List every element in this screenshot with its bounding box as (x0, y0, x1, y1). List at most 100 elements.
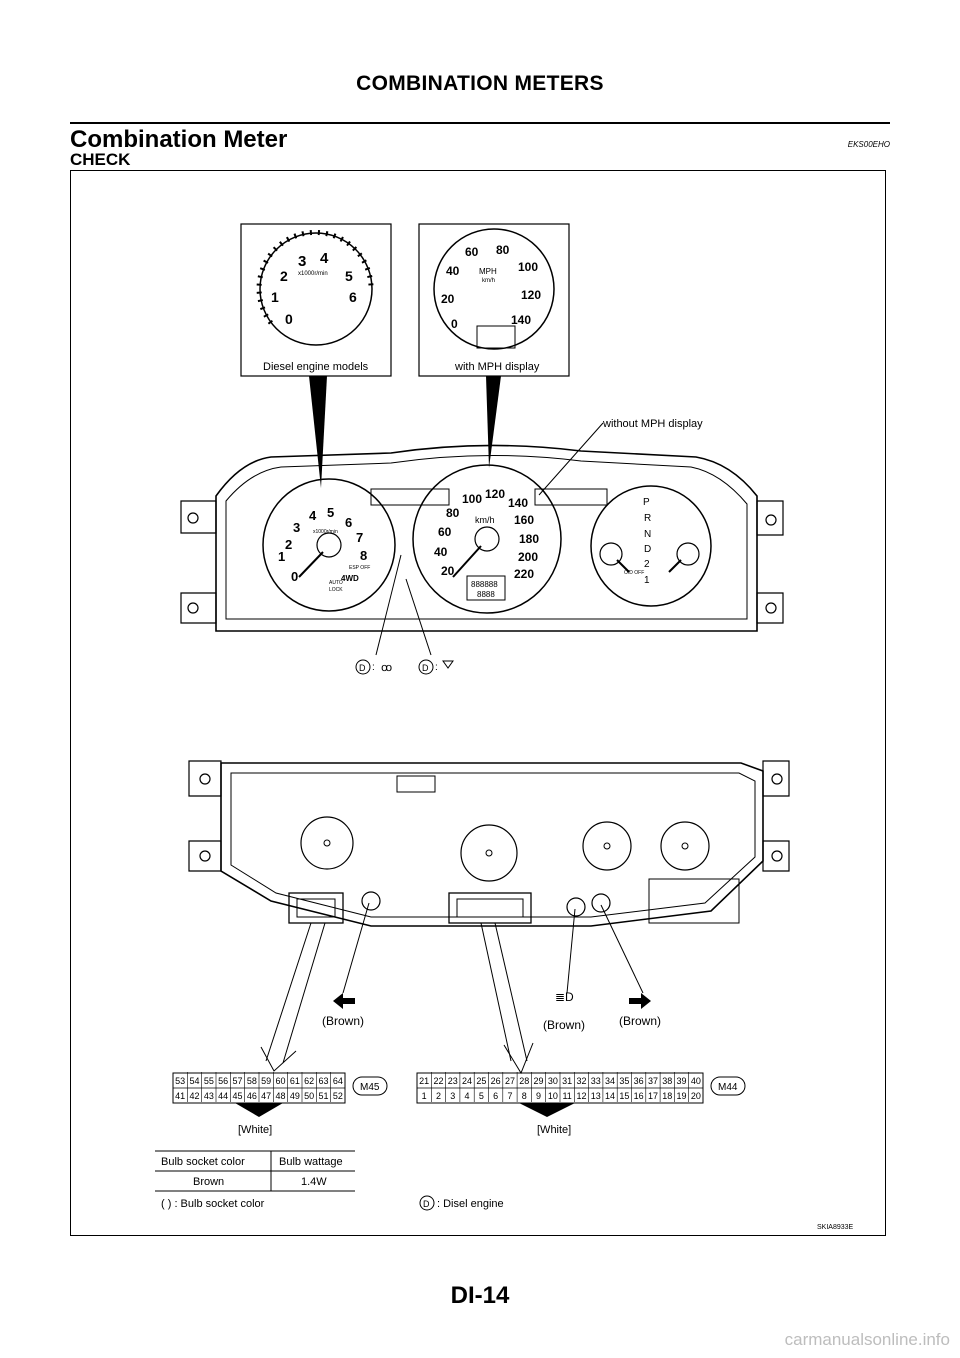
indicator-esp: ESP OFF (349, 565, 370, 571)
m44-pin-bottom-15: 15 (619, 1091, 629, 1101)
m44-pin-bottom-14: 14 (605, 1091, 615, 1101)
m45-pin-bottom-41: 41 (175, 1091, 185, 1101)
section-title: Combination Meter (70, 126, 288, 153)
m44-pin-top-39: 39 (677, 1076, 687, 1086)
mph-tick-120: 120 (521, 288, 541, 302)
tacho-tick-6: 6 (345, 515, 352, 530)
table-cell-wattage: 1.4W (301, 1176, 327, 1188)
speedo-tick-220: 220 (514, 567, 534, 581)
m44-pin-top-24: 24 (462, 1076, 472, 1086)
mph-tick-60: 60 (465, 245, 479, 259)
m44-pin-bottom-3: 3 (450, 1091, 455, 1101)
legend-d-letter: D (423, 1199, 430, 1209)
without-mph-callout: without MPH display (602, 418, 703, 430)
table-header-wattage: Bulb wattage (279, 1156, 343, 1168)
diesel-tick-4: 4 (320, 250, 329, 267)
combination-meter-figure: 0 1 2 3 4 5 6 x1000r/min Diesel engine m… (70, 170, 886, 1236)
gear-2: 2 (644, 559, 650, 570)
speedo-unit: km/h (475, 515, 495, 525)
mph-label: with MPH display (454, 361, 540, 373)
diesel-tick-3: 3 (298, 253, 306, 270)
m44-pin-top-36: 36 (634, 1076, 644, 1086)
tacho-unit: x1000r/min (313, 529, 338, 535)
m44-pin-top-21: 21 (419, 1076, 429, 1086)
indicator-lock: LOCK (329, 587, 343, 593)
m45-pin-bottom-47: 47 (261, 1091, 271, 1101)
mph-tick-40: 40 (446, 264, 460, 278)
gear-1: 1 (644, 575, 650, 586)
turn-right-icon (629, 993, 651, 1009)
m44-pin-top-32: 32 (576, 1076, 586, 1086)
diesel-tick-6: 6 (349, 289, 357, 305)
m44-pin-top-26: 26 (491, 1076, 501, 1086)
rear-meter (188, 760, 790, 927)
m44-pin-bottom-12: 12 (576, 1091, 586, 1101)
m45-pin-top-60: 60 (275, 1076, 285, 1086)
speedo-tick-160: 160 (514, 513, 534, 527)
header-rule (70, 122, 890, 124)
indicator-4wd: 4WD (341, 574, 359, 583)
m45-pin-bottom-43: 43 (204, 1091, 214, 1101)
m44-pin-top-33: 33 (591, 1076, 601, 1086)
diesel-label: Diesel engine models (263, 361, 369, 373)
diesel-mark-d1: D (359, 663, 366, 673)
m45-pin-bottom-52: 52 (333, 1091, 343, 1101)
page-number: DI-14 (450, 1282, 510, 1309)
m44-pin-bottom-16: 16 (634, 1091, 644, 1101)
m44-pin-top-35: 35 (619, 1076, 629, 1086)
table-cell-color: Brown (193, 1176, 224, 1188)
m44-pin-bottom-13: 13 (591, 1091, 601, 1101)
m45-pin-top-62: 62 (304, 1076, 314, 1086)
m44-pin-top-40: 40 (691, 1076, 701, 1086)
inset-diesel: 0 1 2 3 4 5 6 x1000r/min Diesel engine m… (240, 223, 392, 377)
section-subtitle: CHECK (70, 150, 131, 169)
m45-pin-bottom-46: 46 (247, 1091, 257, 1101)
indicator-auto: AUTO (329, 580, 343, 586)
table-header-color: Bulb socket color (161, 1156, 245, 1168)
m44-pin-bottom-1: 1 (422, 1091, 427, 1101)
bulb-labels: (Brown) ≣D (Brown) (Brown) (322, 990, 661, 1032)
m45-pin-top-57: 57 (232, 1076, 242, 1086)
m44-pin-bottom-19: 19 (677, 1091, 687, 1101)
meter-drawing: 0 1 2 3 4 5 6 x1000r/min Diesel engine m… (155, 223, 854, 1231)
turn-left-icon (333, 993, 355, 1009)
m44-pin-top-27: 27 (505, 1076, 515, 1086)
m44-pin-top-22: 22 (433, 1076, 443, 1086)
gear-p: P (643, 497, 650, 508)
diesel-tick-5: 5 (345, 268, 353, 284)
figure-code: SKIA8933E (817, 1224, 854, 1231)
diesel-marks: D : ꝏ D : (355, 659, 454, 675)
m44-pin-top-28: 28 (519, 1076, 529, 1086)
bulb-label-left: (Brown) (322, 1014, 364, 1028)
gear-n: N (644, 529, 651, 540)
speedo-tick-80: 80 (446, 506, 460, 520)
bulb-label-beam: (Brown) (543, 1018, 585, 1032)
m45-pin-top-56: 56 (218, 1076, 228, 1086)
mph-tick-20: 20 (441, 292, 455, 306)
m45-pin-top-58: 58 (247, 1076, 257, 1086)
m44-pin-bottom-6: 6 (493, 1091, 498, 1101)
page-header-title: COMBINATION METERS (356, 72, 604, 95)
m44-pin-top-38: 38 (662, 1076, 672, 1086)
diesel-unit: x1000r/min (298, 271, 328, 277)
m44-pin-top-37: 37 (648, 1076, 658, 1086)
m44-pin-top-25: 25 (476, 1076, 486, 1086)
odo-readout: 888888 (471, 580, 498, 589)
m45-name: M45 (360, 1082, 380, 1093)
gear-r: R (644, 513, 651, 524)
mph-tick-140: 140 (511, 313, 531, 327)
m45-pin-top-53: 53 (175, 1076, 185, 1086)
m45-pin-top-61: 61 (290, 1076, 300, 1086)
m44-pin-bottom-2: 2 (436, 1091, 441, 1101)
mph-tick-100: 100 (518, 260, 538, 274)
bulb-label-right: (Brown) (619, 1014, 661, 1028)
m45-pin-bottom-45: 45 (232, 1091, 242, 1101)
diesel-mark-d1-colon: : (372, 662, 375, 673)
speedo-tick-120: 120 (485, 487, 505, 501)
m45-pin-bottom-44: 44 (218, 1091, 228, 1101)
m45-pin-bottom-50: 50 (304, 1091, 314, 1101)
m45-pin-bottom-51: 51 (318, 1091, 328, 1101)
m45-pin-top-54: 54 (189, 1076, 199, 1086)
